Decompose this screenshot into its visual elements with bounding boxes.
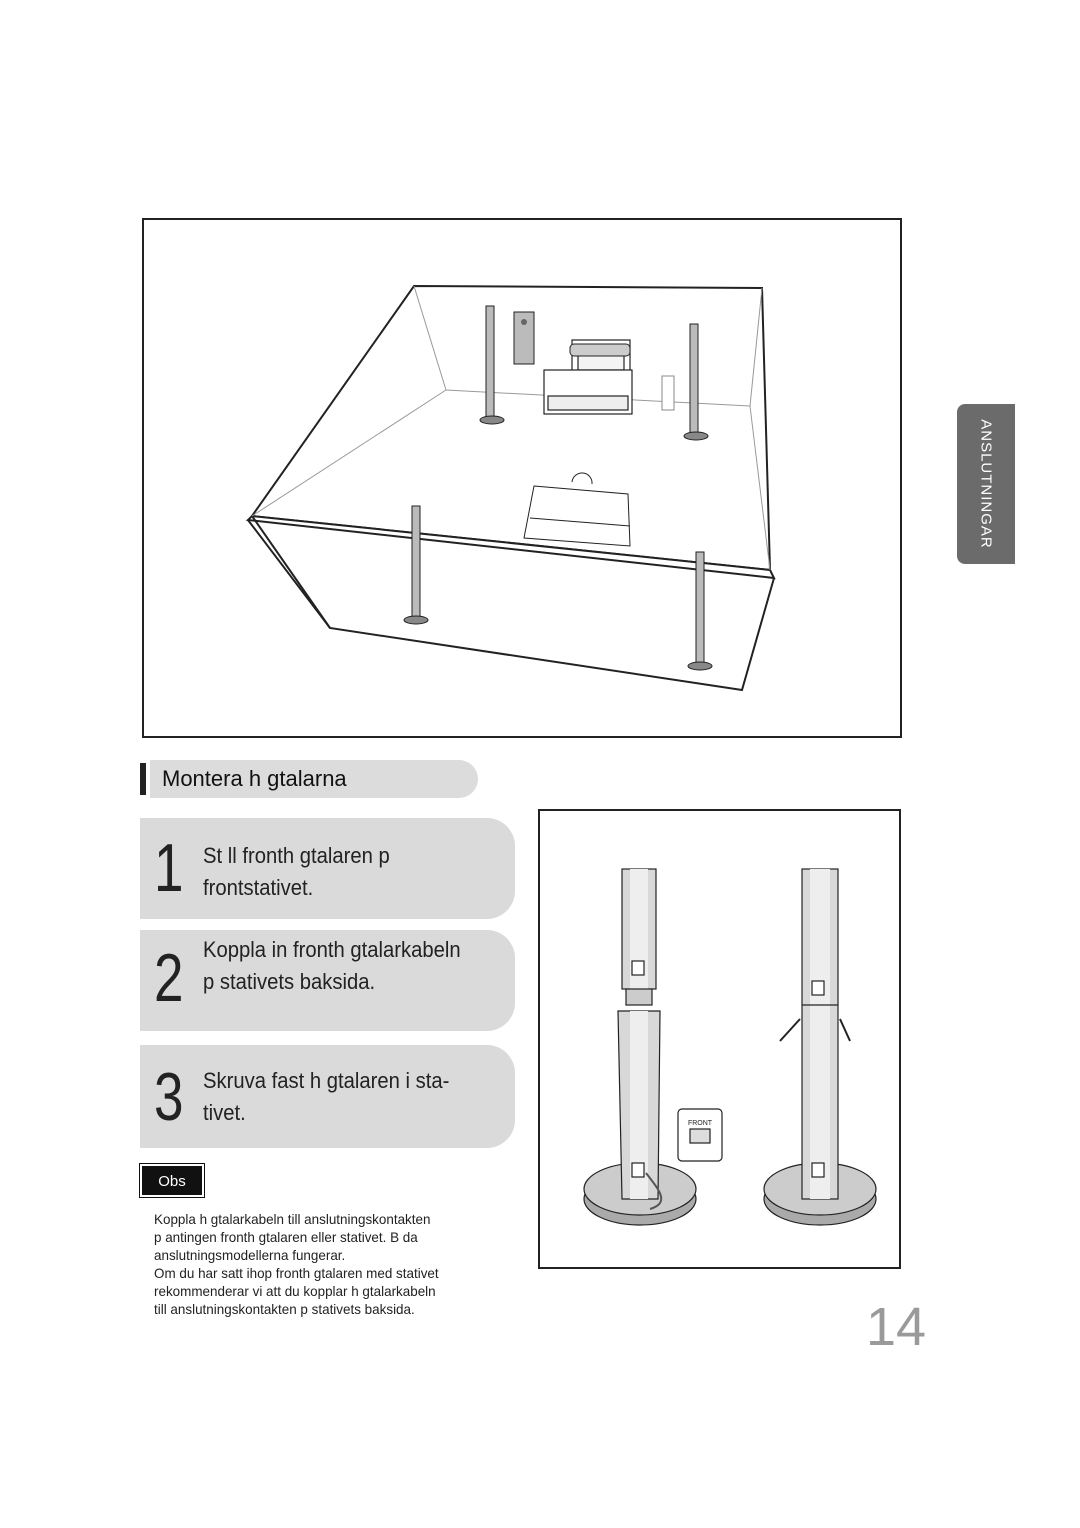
stand-illustration: FRONT <box>538 809 901 1269</box>
header-accent-bar <box>140 763 146 795</box>
step-2: 2 Koppla in fronth gtalarkabeln p stativ… <box>140 930 515 1031</box>
room-illustration <box>142 218 902 738</box>
step-3: 3 Skruva fast h gtalaren i sta- tivet. <box>140 1045 515 1148</box>
header-pill <box>150 760 478 798</box>
step-line-2: p stativets baksida. <box>203 969 376 994</box>
obs-label: Obs <box>158 1173 186 1190</box>
side-tab: ANSLUTNINGAR <box>957 404 1015 564</box>
step-number: 1 <box>154 830 184 906</box>
stand-assembly-diagram: FRONT <box>583 868 877 1226</box>
obs-badge: Obs <box>139 1163 205 1198</box>
note-line: Om du har satt ihop fronth gtalaren med … <box>154 1265 439 1281</box>
section-header: Montera h gtalarna <box>140 760 478 798</box>
note-line: rekommenderar vi att du kopplar h gtalar… <box>154 1283 436 1299</box>
side-tab-label: ANSLUTNINGAR <box>977 419 995 549</box>
note-line: anslutningsmodellerna fungerar. <box>154 1247 346 1263</box>
step-line-1: St ll fronth gtalaren p <box>203 843 390 868</box>
note-line: p antingen fronth gtalaren eller stative… <box>154 1229 418 1245</box>
step-number: 3 <box>154 1059 184 1135</box>
step-line-1: Koppla in fronth gtalarkabeln <box>203 937 461 962</box>
step-line-2: frontstativet. <box>203 875 314 900</box>
front-jack-label: FRONT <box>688 1120 713 1127</box>
step-line-2: tivet. <box>203 1100 246 1125</box>
page-number: 14 <box>866 1297 927 1357</box>
section-title: Montera h gtalarna <box>162 766 347 791</box>
note-line: Koppla h gtalarkabeln till anslutningsko… <box>154 1211 431 1227</box>
step-1: 1 St ll fronth gtalaren p frontstativet. <box>140 818 515 919</box>
speaker-room-diagram <box>245 284 776 692</box>
step-number: 2 <box>154 940 184 1016</box>
step-line-1: Skruva fast h gtalaren i sta- <box>203 1068 450 1093</box>
note-line: till anslutningskontakten p stativets ba… <box>154 1301 415 1317</box>
